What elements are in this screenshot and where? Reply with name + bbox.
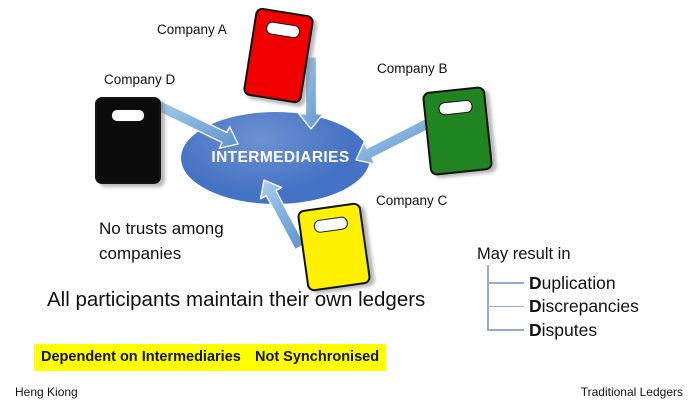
result-item-rest: uplication bbox=[541, 272, 616, 293]
slide-title-footer: Traditional Ledgers bbox=[580, 385, 683, 399]
result-item-lead-letter: D bbox=[529, 272, 542, 293]
author-credit: Heng Kiong bbox=[15, 385, 78, 399]
ledger-book-company-a bbox=[242, 6, 315, 105]
highlight-dependent-on-intermediaries: Dependent on Intermediaries bbox=[34, 344, 248, 371]
no-trusts-note: No trusts among companies bbox=[99, 219, 224, 263]
highlight-not-synchronised: Not Synchronised bbox=[248, 344, 387, 371]
company-c-label: Company C bbox=[376, 193, 448, 208]
book-slot-icon bbox=[111, 109, 145, 122]
intermediaries-label: INTERMEDIARIES bbox=[211, 149, 350, 166]
book-slot-icon bbox=[264, 20, 301, 39]
result-item-discrepancies: Discrepancies bbox=[529, 296, 639, 316]
result-item-disputes: Disputes bbox=[529, 320, 597, 340]
ledger-book-company-b bbox=[421, 85, 494, 177]
book-slot-icon bbox=[313, 215, 349, 234]
result-item-rest: isputes bbox=[541, 319, 598, 340]
result-item-lead-letter: D bbox=[529, 296, 542, 316]
company-b-label: Company B bbox=[377, 61, 448, 76]
tree-connector-line bbox=[488, 305, 524, 307]
tree-vertical-line bbox=[487, 265, 489, 331]
intermediaries-ellipse: INTERMEDIARIES bbox=[181, 112, 370, 204]
result-item-duplication: Duplication bbox=[529, 273, 616, 293]
tree-connector-line bbox=[488, 329, 524, 331]
ledger-book-company-d bbox=[95, 97, 161, 184]
ledger-book-company-c bbox=[296, 201, 372, 293]
company-d-label: Company D bbox=[104, 72, 176, 87]
company-a-label: Company A bbox=[157, 22, 227, 37]
tree-connector-line bbox=[488, 282, 524, 284]
main-statement: All participants maintain their own ledg… bbox=[47, 288, 426, 311]
book-slot-icon bbox=[437, 99, 473, 116]
result-tree-title: May result in bbox=[477, 245, 571, 263]
result-item-rest: iscrepancies bbox=[541, 296, 639, 316]
result-item-lead-letter: D bbox=[529, 319, 542, 340]
